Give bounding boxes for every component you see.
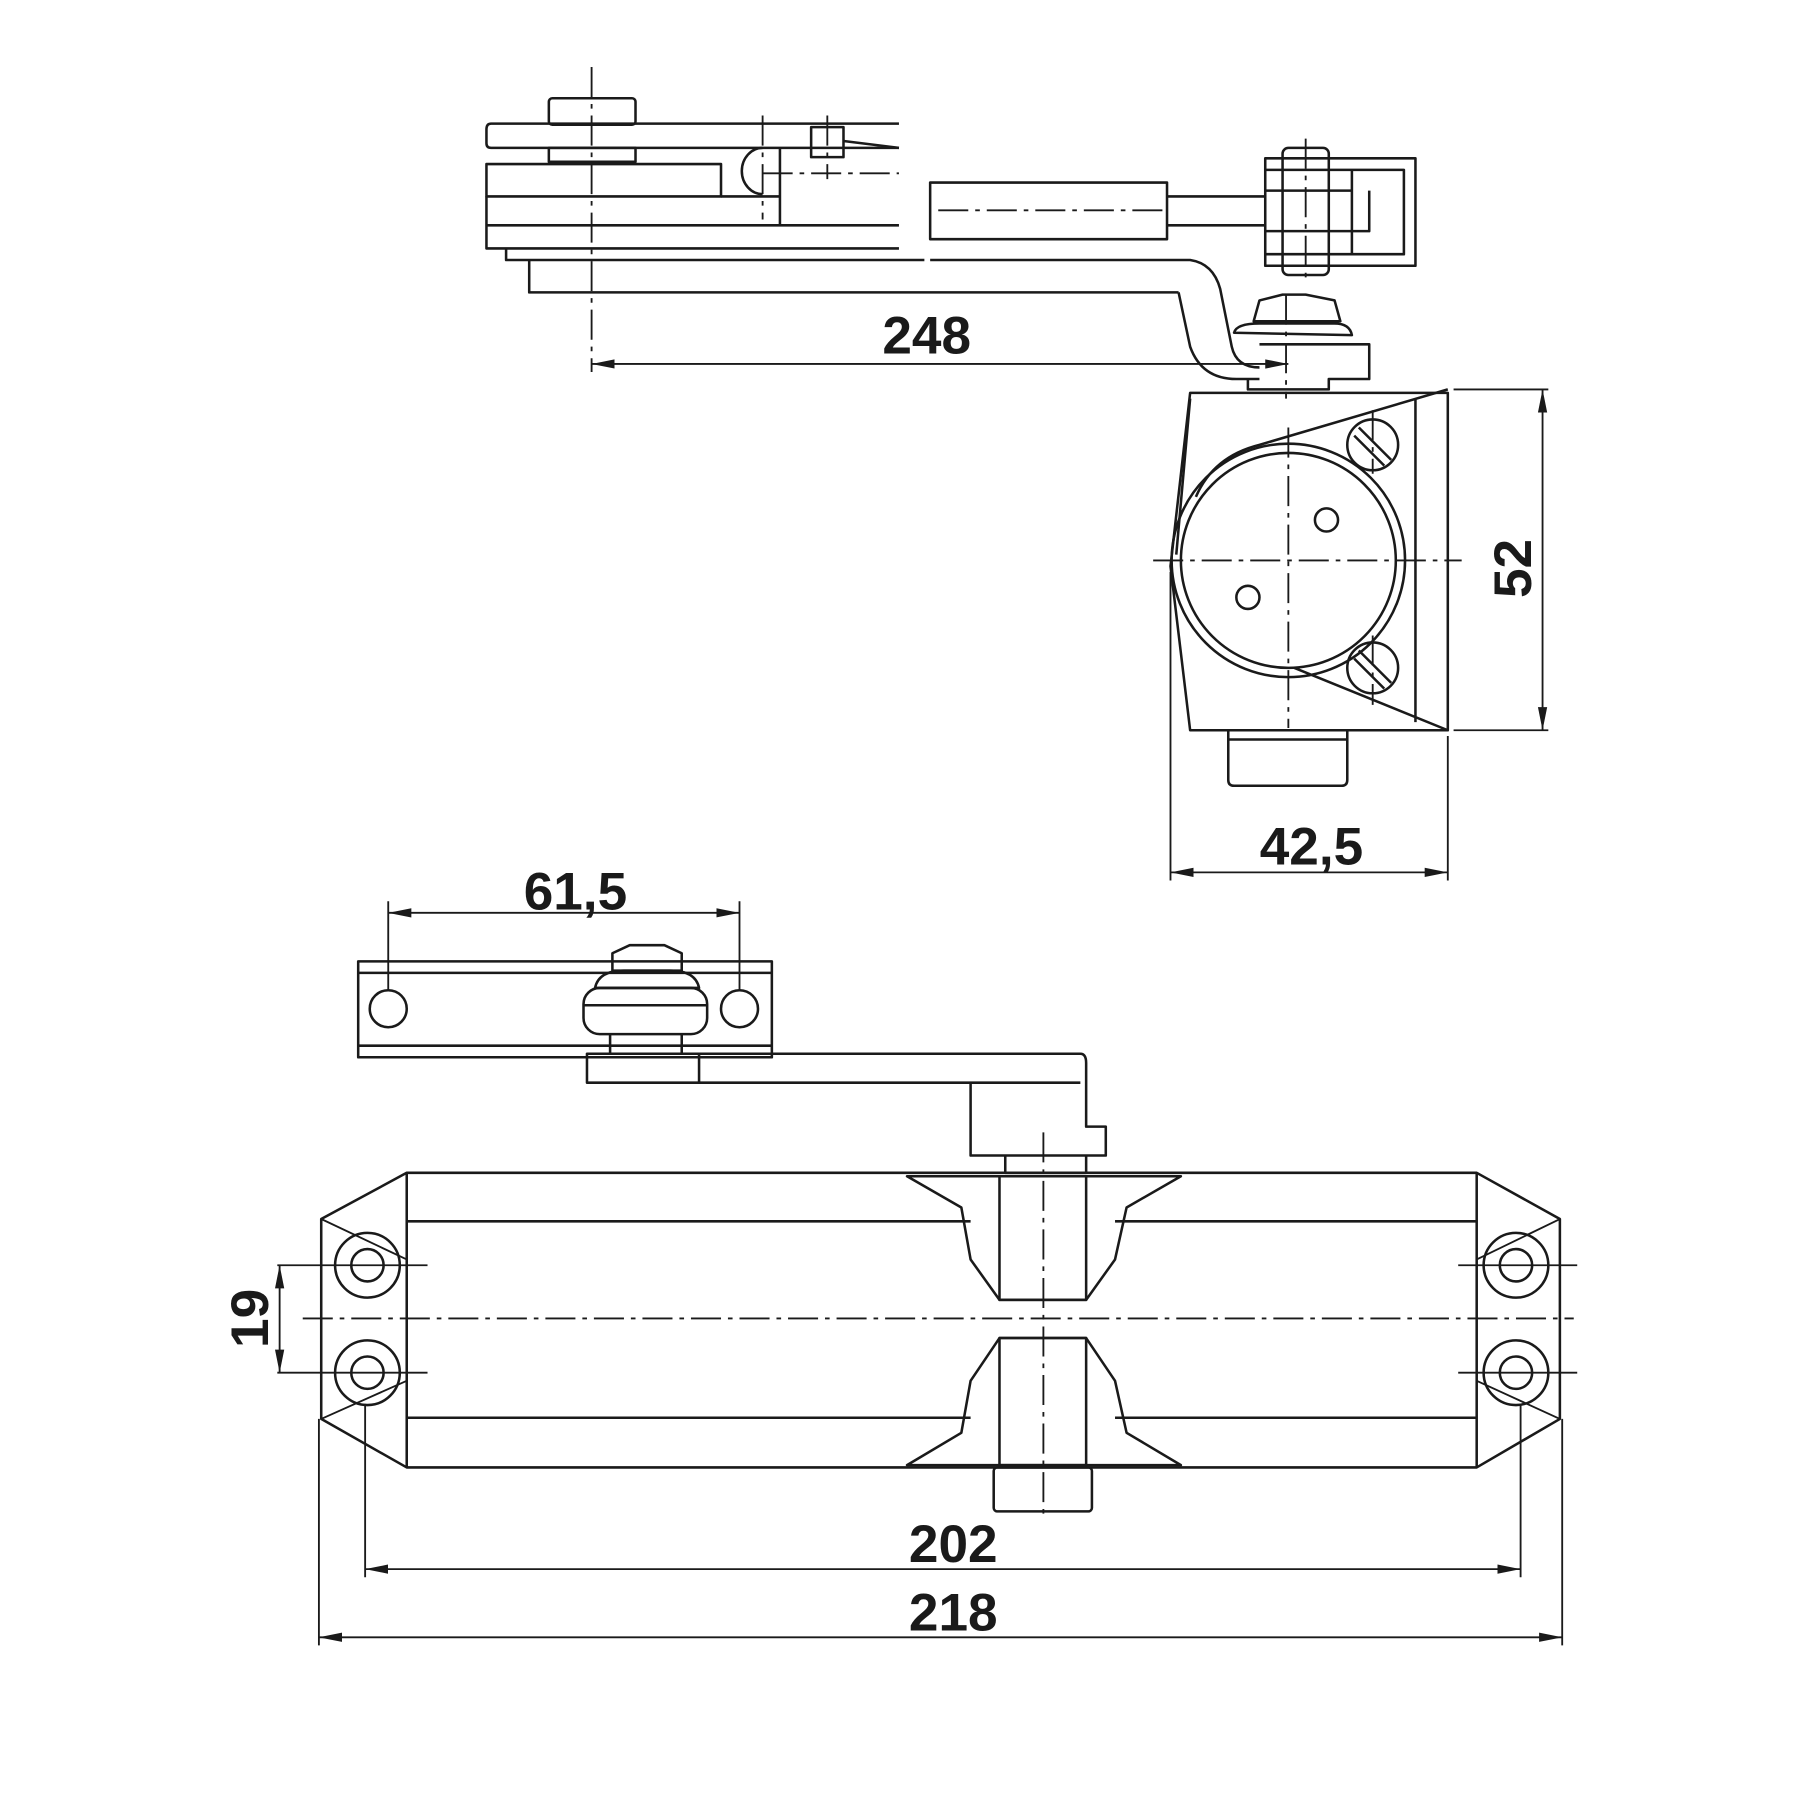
dim-bracket-depth: 42,5 (1260, 817, 1363, 876)
dim-arm-hole-spacing: 61,5 (524, 862, 627, 921)
bracket-side-view: 52 42,5 (1153, 388, 1549, 881)
dim-overall-length: 218 (909, 1583, 998, 1642)
closer-front-view: 61,5 19 202 218 (221, 862, 1578, 1646)
arm-top-view: 248 (485, 67, 1417, 399)
dim-mounting-hole-horizontal: 202 (909, 1515, 998, 1574)
dim-mounting-hole-vertical: 19 (221, 1289, 280, 1348)
dim-bracket-height: 52 (1484, 539, 1543, 598)
dim-arm-length: 248 (882, 307, 971, 366)
